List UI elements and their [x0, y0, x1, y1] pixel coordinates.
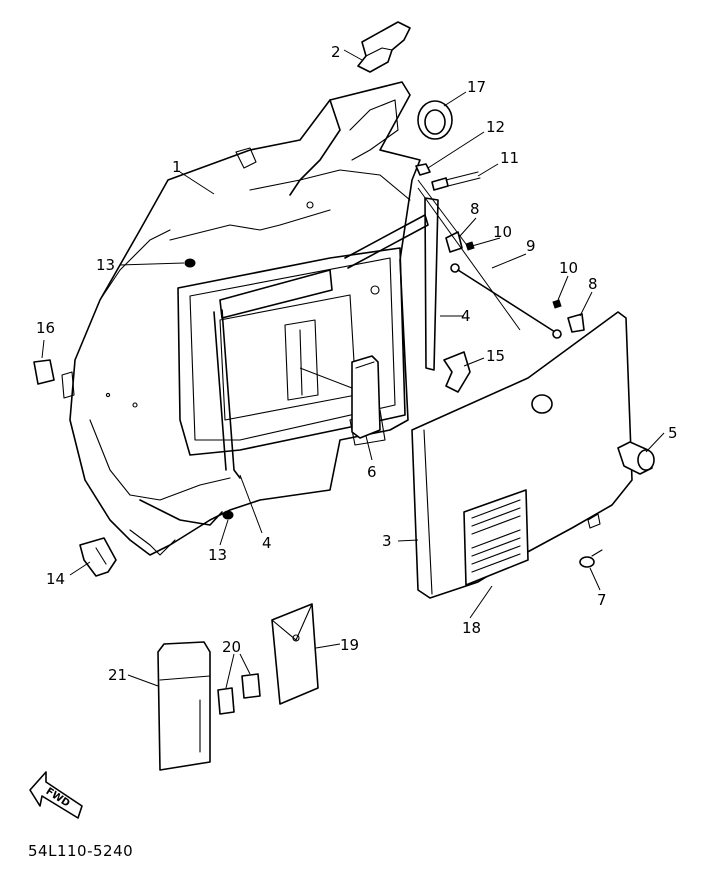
part-3-lid [411, 311, 633, 599]
callout-10-lower: 10 [559, 259, 578, 277]
callout-4-right: 4 [461, 307, 471, 325]
callout-13-lower: 13 [208, 546, 227, 564]
part-12-nut [415, 163, 431, 176]
callout-20: 20 [222, 638, 241, 656]
callout-17: 17 [467, 78, 486, 96]
part-16-clip [33, 359, 55, 385]
leader-lines [41, 49, 665, 689]
part-15-clip [443, 351, 471, 393]
callout-18: 18 [462, 619, 481, 637]
callout-7: 7 [597, 591, 607, 609]
part-7-screw [579, 549, 603, 568]
part-19-envelope [271, 603, 319, 705]
part-13-screw-upper [184, 258, 196, 268]
part-5-lock [617, 441, 655, 475]
callout-19: 19 [340, 636, 359, 654]
callout-21: 21 [108, 666, 127, 684]
part-8-bracket-lower [567, 313, 585, 333]
callout-10-upper: 10 [493, 223, 512, 241]
part-9-rod [450, 263, 562, 339]
callout-labels: 2 1 3 4 4 5 6 7 8 8 9 10 10 11 12 13 13 … [36, 43, 678, 684]
callout-14: 14 [46, 570, 65, 588]
callout-15: 15 [486, 347, 505, 365]
diagram-code: 54L110-5240 [28, 842, 134, 860]
callout-2: 2 [331, 43, 341, 61]
callout-8-upper: 8 [470, 200, 480, 218]
callout-12: 12 [486, 118, 505, 136]
part-11-bolt [431, 171, 481, 191]
callout-4-bottom: 4 [262, 534, 272, 552]
part-14-bracket [79, 537, 117, 577]
callout-6: 6 [367, 463, 377, 481]
part-4-rods [213, 197, 439, 479]
part-13-screw-lower [222, 510, 234, 520]
callout-11: 11 [500, 149, 519, 167]
callout-8-lower: 8 [588, 275, 598, 293]
part-20-pads [217, 673, 261, 715]
callout-13-upper: 13 [96, 256, 115, 274]
part-1-inner-panel [61, 81, 421, 556]
part-21-canister [157, 641, 211, 771]
fwd-arrow-icon: FWD [29, 771, 83, 819]
callout-3: 3 [382, 532, 392, 550]
part-6-clip [351, 355, 381, 439]
callout-9: 9 [526, 237, 536, 255]
callout-1: 1 [172, 158, 182, 176]
part-10-screw-lower [552, 299, 562, 309]
callout-16: 16 [36, 319, 55, 337]
part-8-bracket-upper [445, 231, 463, 253]
callout-5: 5 [668, 424, 678, 442]
part-17-grommet [417, 100, 453, 140]
part-10-screw-upper [465, 241, 475, 251]
part-2-bracket [357, 21, 411, 73]
